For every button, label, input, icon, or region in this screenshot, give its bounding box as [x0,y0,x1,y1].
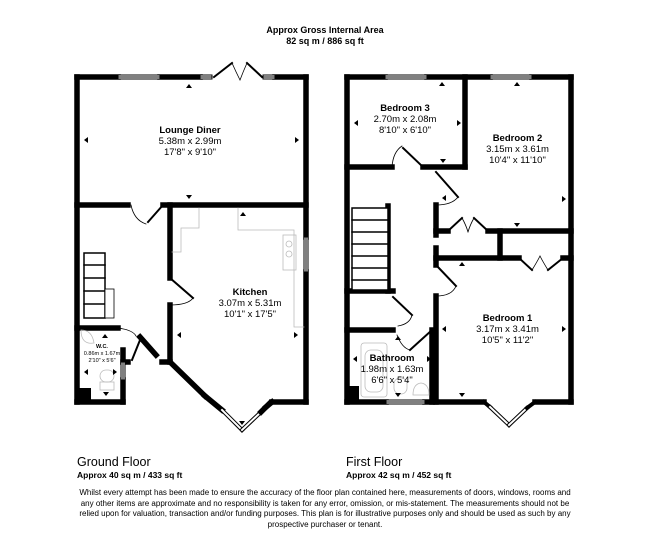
first-floor-caption: First Floor Approx 42 sq m / 452 sq ft [346,455,451,480]
room-name: Bedroom 2 [492,133,543,144]
ground-dimension-arrows [84,84,299,425]
room-name: Lounge Diner [159,125,221,136]
room-imperial: 10'4" x 11'10" [489,155,546,166]
first-stairs [351,207,389,291]
ground-floor-area: Approx 40 sq m / 433 sq ft [77,470,183,480]
room-label-kitchen: Kitchen 3.07m x 5.31m 10'1" x 17'5" [200,287,300,320]
gross-area-title: Approx Gross Internal Area [266,25,384,35]
ground-doors [117,203,195,362]
room-metric: 5.38m x 2.99m [158,136,222,147]
room-metric: 1.98m x 1.63m [360,364,424,375]
room-label-wc: W.C. 0.86m x 1.67m 2'10" x 5'6" [80,344,124,365]
room-metric: 0.86m x 1.67m [83,351,121,357]
room-name: Bedroom 3 [380,103,430,114]
ground-windows [117,74,309,381]
kitchen-units [171,207,305,328]
first-floor-plan [344,74,574,428]
ground-french-doors [212,61,264,81]
gross-area-header: Approx Gross Internal Area 82 sq m / 886… [0,25,650,47]
room-label-bedroom-2: Bedroom 2 3.15m x 3.61m 10'4" x 11'10" [475,133,560,166]
room-metric: 3.17m x 3.41m [476,324,539,335]
bedroom1-bay-window [481,399,538,428]
ground-floor-title: Ground Floor [77,455,151,469]
room-label-bedroom-1: Bedroom 1 3.17m x 3.41m 10'5" x 11'2" [465,313,550,346]
first-doors [391,145,565,352]
kitchen-bay-window [201,392,274,433]
first-dimension-arrows [353,82,566,397]
room-imperial: 10'1" x 17'5" [223,309,277,320]
room-name: W.C. [96,344,108,350]
first-floor-area: Approx 42 sq m / 452 sq ft [346,470,452,480]
room-label-bathroom: Bathroom 1.98m x 1.63m 6'6" x 5'4" [354,353,430,386]
room-imperial: 2'10" x 5'6" [88,358,116,364]
room-metric: 3.15m x 3.61m [486,144,549,155]
first-floor-title: First Floor [346,455,403,469]
room-label-lounge-diner: Lounge Diner 5.38m x 2.99m 17'8" x 9'10" [140,125,240,158]
room-metric: 3.07m x 5.31m [218,298,282,309]
room-name: Bedroom 1 [482,313,533,324]
room-imperial: 17'8" x 9'10" [163,147,217,158]
room-label-bedroom-3: Bedroom 3 2.70m x 2.08m 8'10" x 6'10" [365,103,445,136]
disclaimer-text: Whilst every attempt has been made to en… [79,488,571,529]
first-windows [384,74,533,405]
room-imperial: 6'6" x 5'4" [371,375,413,386]
ground-floor-plan [74,61,309,433]
wc-fixtures [80,329,115,391]
room-name: Bathroom [369,353,415,364]
room-imperial: 10'5" x 11'2" [481,335,534,346]
ground-stairs [83,252,115,319]
gross-area-value: 82 sq m / 886 sq ft [286,36,364,46]
ground-floor-caption: Ground Floor Approx 40 sq m / 433 sq ft [77,455,182,480]
room-imperial: 8'10" x 6'10" [378,125,432,136]
room-name: Kitchen [232,287,268,298]
room-metric: 2.70m x 2.08m [373,114,437,125]
bathroom-fixtures [360,342,430,398]
